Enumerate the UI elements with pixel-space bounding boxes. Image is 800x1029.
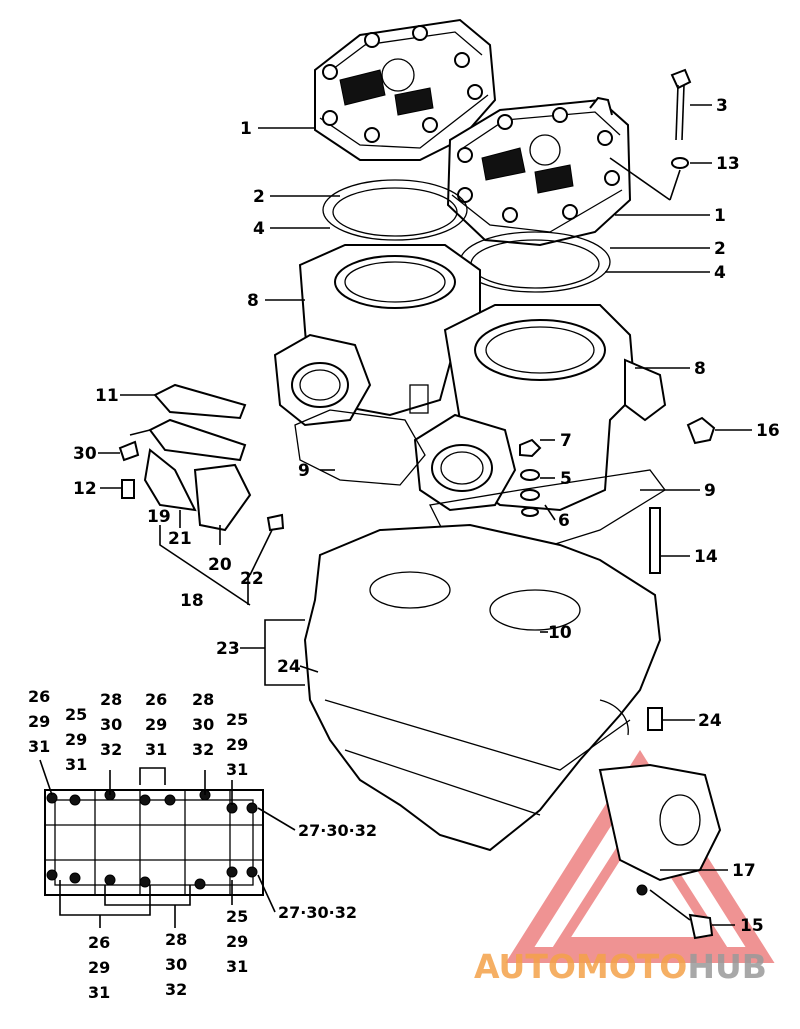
label-2-left: 2 (253, 187, 265, 207)
inset-labels: 26 29 31 25 29 31 28 30 32 26 29 31 28 3… (28, 687, 377, 1002)
label-21: 21 (168, 529, 192, 549)
label-11: 11 (95, 386, 119, 406)
inset-g7-c: 31 (226, 957, 248, 976)
inset-g8-a: 26 (88, 933, 110, 952)
inset-g9-a: 28 (165, 930, 187, 949)
label-14: 14 (694, 547, 718, 567)
cylinder-left (273, 244, 481, 427)
inset-g6-b: 29 (226, 735, 248, 754)
label-23: 23 (216, 639, 240, 659)
inset-g7-b: 29 (226, 932, 248, 951)
label-7: 7 (560, 431, 572, 451)
label-9-right: 9 (704, 481, 716, 501)
inset-g8-c: 31 (88, 983, 110, 1002)
label-2-right: 2 (714, 239, 726, 259)
inset-g9-c: 32 (165, 980, 187, 999)
label-17: 17 (732, 861, 756, 881)
inset-g6-a: 25 (226, 710, 248, 729)
cylinder-right (413, 304, 667, 512)
svg-text:AUTOMOTOHUB: AUTOMOTOHUB (474, 947, 767, 986)
inset-r1: 27·30·32 (298, 821, 377, 840)
cylinder-head-right (446, 96, 632, 247)
label-6: 6 (558, 511, 570, 531)
inset-g4-a: 26 (145, 690, 167, 709)
watermark-part1: AUTOMOTO (474, 947, 687, 986)
label-12: 12 (73, 479, 97, 499)
inset-g5-c: 32 (192, 740, 214, 759)
label-8-right: 8 (694, 359, 706, 379)
bottom-case-inset (44, 789, 264, 896)
inset-g5-b: 30 (192, 715, 214, 734)
inset-g2-b: 29 (65, 730, 87, 749)
inset-g1-b: 29 (28, 712, 50, 731)
crankcase (303, 523, 722, 940)
label-8-left: 8 (247, 291, 259, 311)
watermark-part2: HUB (687, 947, 767, 986)
callout-labels: 1 2 4 8 3 13 1 2 4 8 11 16 7 30 9 5 12 9… (73, 96, 780, 936)
watermark-text: AUTOMOTOHUB (474, 947, 767, 986)
label-1-right: 1 (714, 206, 726, 226)
label-4-right: 4 (714, 263, 726, 283)
inset-g2-a: 25 (65, 705, 87, 724)
inset-g2-c: 31 (65, 755, 87, 774)
label-3: 3 (716, 96, 728, 116)
inset-g3-c: 32 (100, 740, 122, 759)
label-20: 20 (208, 555, 232, 575)
label-13: 13 (716, 154, 740, 174)
inset-g7-a: 25 (226, 907, 248, 926)
inset-g8-b: 29 (88, 958, 110, 977)
label-1-left: 1 (240, 119, 252, 139)
label-10: 10 (548, 623, 572, 643)
reed-valve-assembly (118, 383, 285, 532)
label-5: 5 (560, 469, 572, 489)
inset-g5-a: 28 (192, 690, 214, 709)
inset-g1-a: 26 (28, 687, 50, 706)
label-15: 15 (740, 916, 764, 936)
label-9-left: 9 (298, 461, 310, 481)
label-24-right: 24 (698, 711, 722, 731)
label-30: 30 (73, 444, 97, 464)
inset-g3-b: 30 (100, 715, 122, 734)
label-19: 19 (147, 507, 171, 527)
label-4-left: 4 (253, 219, 265, 239)
inset-g1-c: 31 (28, 737, 50, 756)
inset-g4-b: 29 (145, 715, 167, 734)
label-16: 16 (756, 421, 780, 441)
inset-g3-a: 28 (100, 690, 122, 709)
label-24-left: 24 (277, 657, 301, 677)
label-18: 18 (180, 591, 204, 611)
label-22: 22 (240, 569, 264, 589)
inset-r2: 27·30·32 (278, 903, 357, 922)
inset-g6-c: 31 (226, 760, 248, 779)
inset-g9-b: 30 (165, 955, 187, 974)
cylinder-head-left (314, 18, 497, 161)
inset-g4-c: 31 (145, 740, 167, 759)
leader-lines (39, 104, 752, 928)
